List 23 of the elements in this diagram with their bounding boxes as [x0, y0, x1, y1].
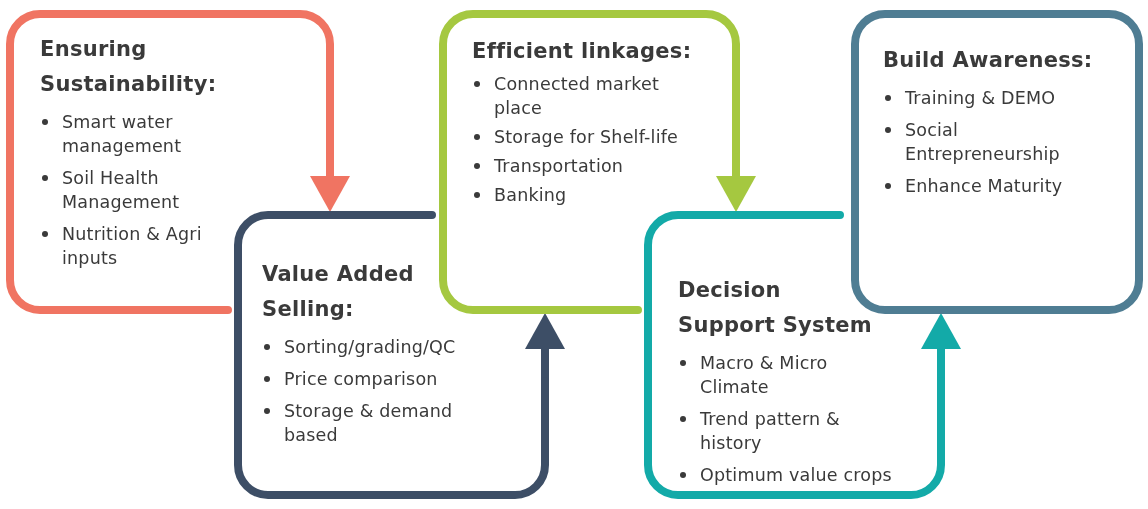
- rounded-frame: [644, 211, 945, 499]
- bullet-item: Storage & demand based: [262, 399, 502, 447]
- bullet-item: Connected market place: [472, 72, 709, 120]
- bullet-item: Transportation: [472, 154, 709, 178]
- bullet-item: Storage for Shelf-life: [472, 125, 709, 149]
- bullet-item: Nutrition & Agri inputs: [40, 222, 240, 270]
- heading: Decision Support System: [678, 277, 873, 339]
- heading: Build Awareness:: [883, 47, 1094, 74]
- rounded-frame: [234, 211, 549, 499]
- bullet-item: Price comparison: [262, 367, 502, 391]
- bullet-item: Trend pattern & history: [678, 407, 893, 455]
- bullet-item: Optimum value crops: [678, 463, 893, 487]
- bullet-item: Soil Health Management: [40, 166, 240, 214]
- heading: Ensuring Sustainability:: [40, 36, 218, 98]
- bullet-item: Smart water management: [40, 110, 240, 158]
- bullet-item: Training & DEMO: [883, 86, 1103, 110]
- bullet-item: Sorting/grading/QC: [262, 335, 502, 359]
- heading: Value Added Selling:: [262, 261, 415, 323]
- heading: Efficient linkages:: [472, 38, 693, 65]
- bullet-item: Macro & Micro Climate: [678, 351, 893, 399]
- bullet-item: Enhance Maturity: [883, 174, 1103, 198]
- bullet-item: Banking: [472, 183, 709, 207]
- bullet-item: Social Entrepreneurship: [883, 118, 1103, 166]
